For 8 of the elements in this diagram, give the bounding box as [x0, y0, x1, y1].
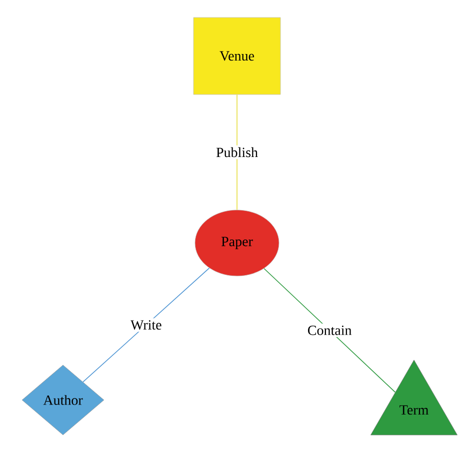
connector-line: [264, 268, 396, 393]
edge-label: Write: [128, 318, 164, 332]
edge-label: Publish: [214, 145, 260, 160]
connector-line: [82, 268, 210, 382]
connector-line: [236, 94, 238, 210]
venue-square: Venue: [193, 17, 281, 95]
term-triangle: Term: [370, 360, 458, 436]
edge-label: Contain: [305, 324, 354, 338]
